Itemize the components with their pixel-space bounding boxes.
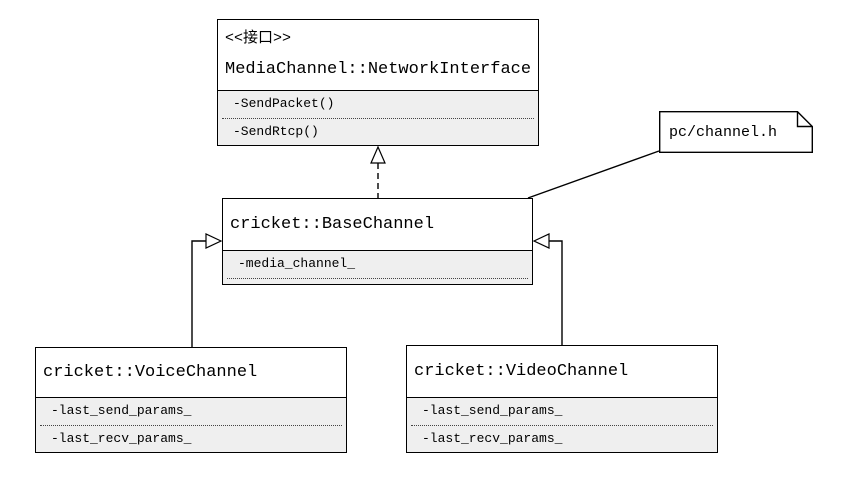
class-name: cricket::VoiceChannel <box>43 362 258 382</box>
class-box-voice-channel: cricket::VoiceChannel -last_send_params_… <box>35 347 347 453</box>
class-box-video-channel: cricket::VideoChannel -last_send_params_… <box>406 345 718 453</box>
stereotype-label: <<接口>> <box>225 29 292 47</box>
attribute-row: -media_channel_ <box>238 256 356 271</box>
class-attributes-section: -SendPacket() -SendRtcp() <box>218 90 538 145</box>
class-box-network-interface: <<接口>> MediaChannel::NetworkInterface -S… <box>217 19 539 146</box>
attribute-row: -last_send_params_ <box>51 403 192 418</box>
attribute-row: -last_recv_params_ <box>411 425 713 452</box>
note-box: pc/channel.h <box>659 111 813 153</box>
class-attributes-section: -last_send_params_ -last_recv_params_ <box>407 397 717 452</box>
class-box-base-channel: cricket::BaseChannel -media_channel_ <box>222 198 533 285</box>
attribute-row: -last_send_params_ <box>422 403 563 418</box>
note-attachment-line <box>527 150 660 199</box>
class-title-section: cricket::VoiceChannel <box>36 348 346 397</box>
attribute-row: -last_recv_params_ <box>40 425 342 452</box>
realization-hollow-triangle-icon <box>370 145 386 164</box>
class-attributes-section: -media_channel_ <box>223 250 532 284</box>
generalization-voice-hollow-triangle-icon <box>205 233 223 249</box>
generalization-video-hollow-triangle-icon <box>532 233 550 249</box>
class-attributes-section: -last_send_params_ -last_recv_params_ <box>36 397 346 452</box>
class-name: cricket::VideoChannel <box>414 361 629 381</box>
generalization-video-line <box>549 240 563 345</box>
class-title-section: <<接口>> MediaChannel::NetworkInterface <box>218 20 538 90</box>
attribute-separator <box>227 278 528 284</box>
note-text: pc/channel.h <box>669 123 778 141</box>
note-shape-icon <box>659 111 813 153</box>
class-name: MediaChannel::NetworkInterface <box>225 59 532 79</box>
class-name: cricket::BaseChannel <box>230 214 435 234</box>
generalization-voice-line <box>191 240 206 347</box>
class-title-section: cricket::BaseChannel <box>223 199 532 250</box>
attribute-row: -SendRtcp() <box>222 118 534 145</box>
class-title-section: cricket::VideoChannel <box>407 346 717 397</box>
attribute-row: -SendPacket() <box>233 96 335 111</box>
